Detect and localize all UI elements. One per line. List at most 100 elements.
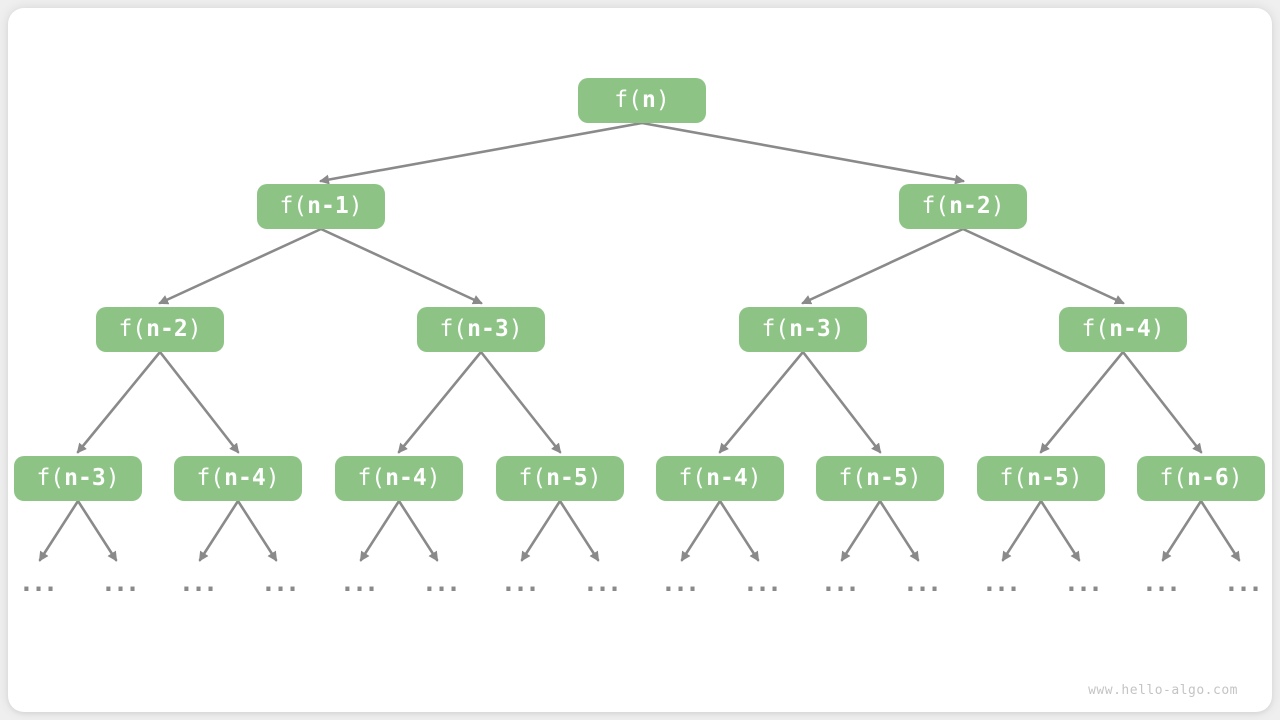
edge	[1161, 499, 1203, 562]
edge	[359, 499, 401, 562]
node-label-arg: n-3	[789, 316, 831, 342]
edge	[397, 350, 483, 454]
edge	[1039, 499, 1081, 562]
node-label-suffix: )	[265, 465, 280, 491]
node-label-suffix: )	[830, 316, 845, 342]
node-label-prefix: f(	[279, 193, 308, 219]
node-label-arg: n-1	[307, 193, 349, 219]
edge	[1121, 350, 1203, 454]
edge	[558, 499, 600, 562]
node-label-arg: n-3	[64, 465, 106, 491]
node-label-suffix: )	[105, 465, 120, 491]
edge	[38, 499, 80, 562]
node-label-prefix: f(	[518, 465, 547, 491]
ellipsis: ...	[902, 568, 942, 597]
node-label-arg: n-2	[146, 316, 188, 342]
node-label-arg: n	[641, 87, 656, 113]
ellipsis: ...	[178, 568, 218, 597]
node-label-arg: n-4	[224, 465, 266, 491]
node-l4-2: f(n-4)	[335, 456, 463, 501]
edge	[76, 499, 118, 562]
node-label-suffix: )	[1228, 465, 1243, 491]
node-label-prefix: f(	[921, 193, 950, 219]
node-label-arg: n-5	[1027, 465, 1069, 491]
node-l4-1: f(n-4)	[174, 456, 302, 501]
node-label-prefix: f(	[761, 316, 790, 342]
node-l4-7: f(n-6)	[1137, 456, 1265, 501]
edge	[198, 499, 240, 562]
node-l2-1: f(n-2)	[899, 184, 1027, 229]
ellipsis: ...	[820, 568, 860, 597]
node-label-prefix: f(	[1159, 465, 1188, 491]
node-label-suffix: )	[587, 465, 602, 491]
node-l4-0: f(n-3)	[14, 456, 142, 501]
ellipsis: ...	[18, 568, 58, 597]
edge	[718, 499, 760, 562]
edge	[1199, 499, 1241, 562]
node-label-suffix: )	[655, 87, 670, 113]
edge	[1039, 350, 1125, 454]
node-label-arg: n-6	[1187, 465, 1229, 491]
node-l4-4: f(n-4)	[656, 456, 784, 501]
node-l4-3: f(n-5)	[496, 456, 624, 501]
edge	[878, 499, 920, 562]
node-label-arg: n-5	[546, 465, 588, 491]
edge	[158, 227, 323, 305]
node-label-suffix: )	[747, 465, 762, 491]
node-label-prefix: f(	[36, 465, 65, 491]
ellipsis: ...	[339, 568, 379, 597]
edge	[640, 121, 965, 185]
node-label-prefix: f(	[196, 465, 225, 491]
edge	[680, 499, 722, 562]
node-l3-2: f(n-3)	[739, 307, 867, 352]
node-label-suffix: )	[426, 465, 441, 491]
node-label-suffix: )	[508, 316, 523, 342]
ellipsis: ...	[500, 568, 540, 597]
edge	[520, 499, 562, 562]
node-label-prefix: f(	[678, 465, 707, 491]
node-l4-6: f(n-5)	[977, 456, 1105, 501]
node-label-arg: n-4	[706, 465, 748, 491]
ellipsis: ...	[1223, 568, 1263, 597]
edge	[801, 350, 882, 454]
edge	[801, 227, 965, 305]
node-label-suffix: )	[348, 193, 363, 219]
node-label-suffix: )	[990, 193, 1005, 219]
edge	[479, 350, 562, 454]
node-label-prefix: f(	[999, 465, 1028, 491]
ellipsis: ...	[100, 568, 140, 597]
edge	[1001, 499, 1043, 562]
node-label-arg: n-2	[949, 193, 991, 219]
edge	[158, 350, 240, 454]
ellipsis: ...	[981, 568, 1021, 597]
node-label-suffix: )	[187, 316, 202, 342]
node-l3-3: f(n-4)	[1059, 307, 1187, 352]
ellipsis: ...	[1063, 568, 1103, 597]
node-label-arg: n-4	[385, 465, 427, 491]
node-l3-0: f(n-2)	[96, 307, 224, 352]
node-label-prefix: f(	[614, 87, 642, 113]
edge	[236, 499, 278, 562]
watermark: www.hello-algo.com	[1088, 683, 1238, 698]
node-l2-0: f(n-1)	[257, 184, 385, 229]
ellipsis: ...	[1141, 568, 1181, 597]
edge	[718, 350, 805, 454]
node-label-suffix: )	[907, 465, 922, 491]
node-label-prefix: f(	[357, 465, 386, 491]
edge	[76, 350, 162, 454]
figure-card	[8, 8, 1272, 712]
edge	[397, 499, 439, 562]
ellipsis: ...	[660, 568, 700, 597]
node-l4-5: f(n-5)	[816, 456, 944, 501]
edge	[319, 121, 644, 185]
ellipsis: ...	[742, 568, 782, 597]
node-label-prefix: f(	[118, 316, 147, 342]
edge	[319, 227, 483, 305]
node-label-arg: n-5	[866, 465, 908, 491]
node-label-arg: n-3	[467, 316, 509, 342]
edge	[840, 499, 882, 562]
node-label-prefix: f(	[838, 465, 867, 491]
node-label-prefix: f(	[1081, 316, 1110, 342]
